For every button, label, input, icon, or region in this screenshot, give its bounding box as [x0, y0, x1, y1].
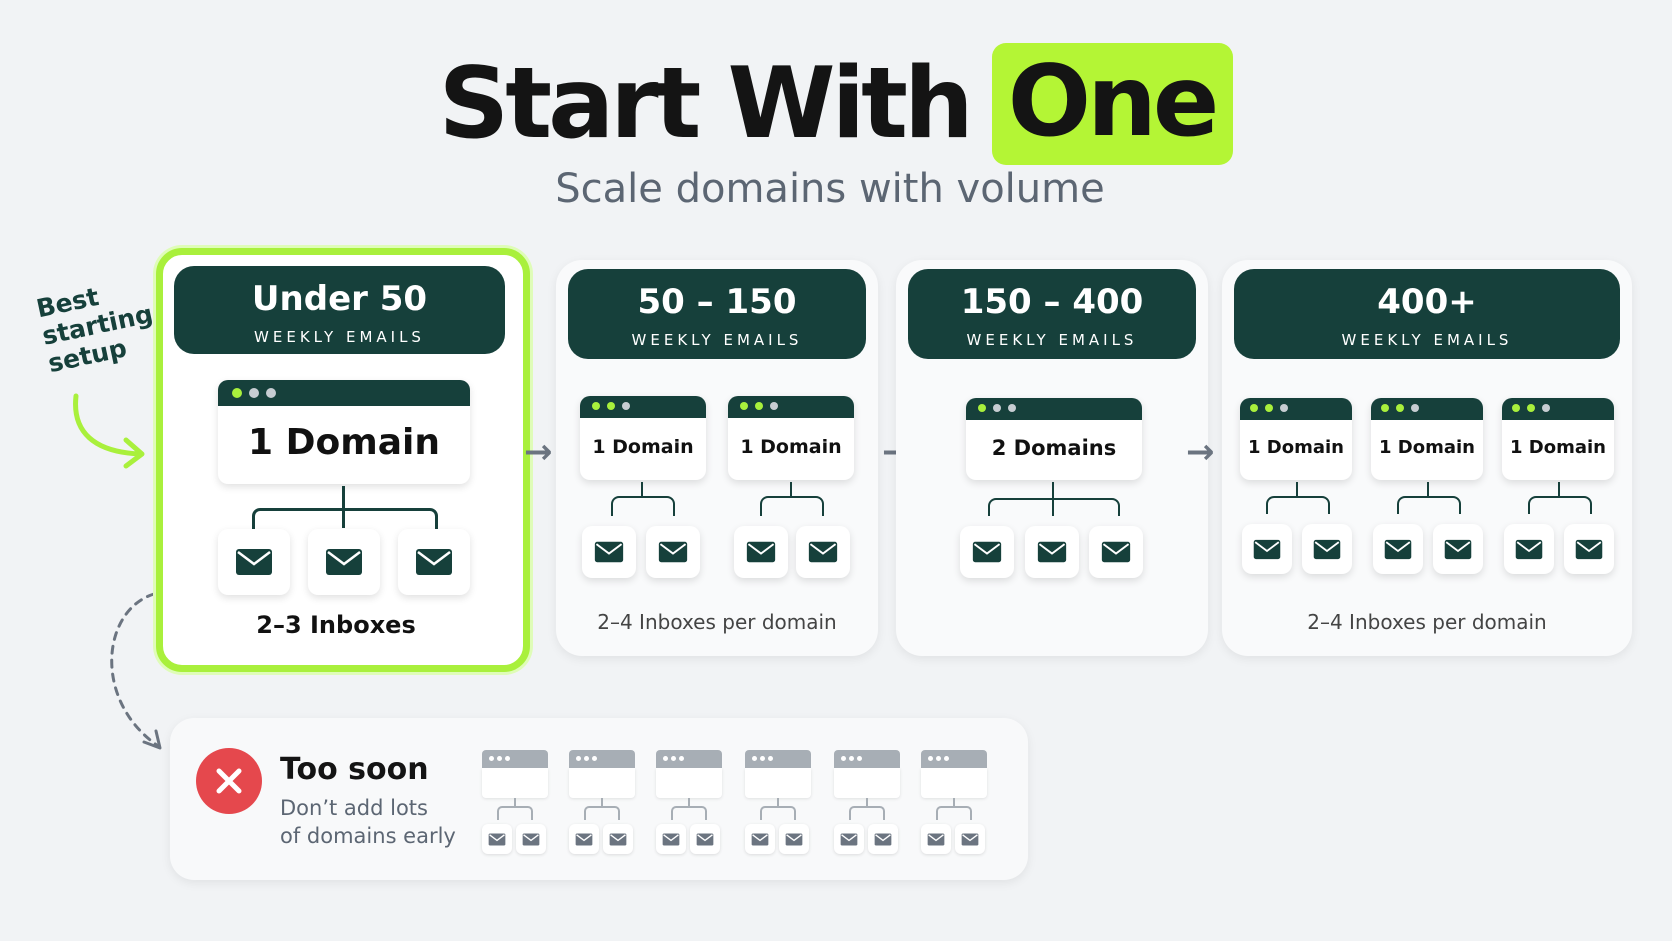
- envelope-icon: [658, 541, 688, 563]
- tier-card-50-150: 50 – 150 WEEKLY EMAILS 1 Domain 1 Domain…: [556, 260, 878, 656]
- envelope-icon: [927, 832, 945, 846]
- inbox: [1025, 526, 1079, 578]
- title-text: Start With: [438, 47, 974, 161]
- inbox: [218, 529, 290, 595]
- tier-card-under-50: Under 50 WEEKLY EMAILS 1 Domain 2–3 Inbo…: [156, 248, 530, 672]
- curved-arrow-icon: [73, 393, 145, 469]
- inbox: [960, 526, 1014, 578]
- domain-label: 2 Domains: [991, 436, 1117, 460]
- envelope-icon: [609, 832, 627, 846]
- inbox: [1433, 524, 1483, 574]
- envelope-icon: [751, 832, 769, 846]
- tier-header: 150 – 400 WEEKLY EMAILS: [908, 269, 1196, 359]
- envelope-icon: [785, 832, 803, 846]
- window-titlebar: [218, 380, 470, 406]
- side-note: Best starting setup: [34, 273, 161, 378]
- inbox: [1373, 524, 1423, 574]
- envelope-icon: [1253, 539, 1281, 559]
- envelope-icon: [1444, 539, 1472, 559]
- envelope-icon: [972, 541, 1002, 563]
- domain-label: 1 Domain: [592, 436, 694, 458]
- tier-range: Under 50: [251, 279, 428, 319]
- warning-text: Don’t add lots: [280, 796, 428, 820]
- envelope-icon: [236, 549, 272, 575]
- tier-header: 50 – 150 WEEKLY EMAILS: [568, 269, 866, 359]
- domain-label: 1 Domain: [1248, 437, 1344, 458]
- page-title: Start With One: [0, 34, 1672, 174]
- domain-window: 1 Domain: [1371, 398, 1483, 480]
- tier-unit: WEEKLY EMAILS: [966, 331, 1138, 349]
- domain-window: 1 Domain: [1502, 398, 1614, 480]
- envelope-icon: [326, 549, 362, 575]
- title-highlight: One: [991, 43, 1234, 165]
- domain-window: 1 Domain: [580, 396, 706, 480]
- page-subtitle: Scale domains with volume: [555, 166, 1105, 212]
- inbox: [1302, 524, 1352, 574]
- tier-range: 400+: [1377, 282, 1477, 322]
- inbox: [1242, 524, 1292, 574]
- tier-range: 50 – 150: [637, 282, 797, 322]
- envelope-icon: [416, 549, 452, 575]
- inbox: [1504, 524, 1554, 574]
- dashed-arrow-icon: [110, 592, 162, 750]
- inbox: [796, 526, 850, 578]
- domain-label: 1 Domain: [248, 422, 440, 463]
- envelope-icon: [746, 541, 776, 563]
- domain-window: 1 Domain: [1240, 398, 1352, 480]
- tier-caption: 2–4 Inboxes per domain: [597, 610, 837, 634]
- envelope-icon: [1575, 539, 1603, 559]
- envelope-icon: [662, 832, 680, 846]
- domain-window: 1 Domain: [728, 396, 854, 480]
- tier-header: 400+ WEEKLY EMAILS: [1234, 269, 1620, 359]
- domain-label: 1 Domain: [740, 436, 842, 458]
- tier-card-150-400: 150 – 400 WEEKLY EMAILS 2 Domains: [896, 260, 1208, 656]
- domain-window: 1 Domain: [218, 380, 470, 484]
- envelope-icon: [961, 832, 979, 846]
- envelope-icon: [808, 541, 838, 563]
- close-icon: [196, 748, 262, 814]
- envelope-icon: [488, 832, 506, 846]
- arrow-right-icon: →: [1186, 432, 1215, 472]
- envelope-icon: [1515, 539, 1543, 559]
- tier-unit: WEEKLY EMAILS: [1341, 331, 1513, 349]
- tier-unit: WEEKLY EMAILS: [254, 328, 425, 346]
- envelope-icon: [575, 832, 593, 846]
- inbox: [646, 526, 700, 578]
- envelope-icon: [1384, 539, 1412, 559]
- domain-label: 1 Domain: [1510, 437, 1606, 458]
- tier-caption: 2–3 Inboxes: [256, 611, 416, 639]
- tier-unit: WEEKLY EMAILS: [631, 331, 803, 349]
- warning-box: Too soon Don’t add lots of domains early: [170, 718, 1028, 880]
- envelope-icon: [874, 832, 892, 846]
- inbox: [308, 529, 380, 595]
- inbox: [1089, 526, 1143, 578]
- tier-range: 150 – 400: [960, 282, 1144, 322]
- envelope-icon: [594, 541, 624, 563]
- tier-card-400-plus: 400+ WEEKLY EMAILS 1 Domain 1 Domain 1 D…: [1222, 260, 1632, 656]
- inbox: [582, 526, 636, 578]
- envelope-icon: [1037, 541, 1067, 563]
- tier-header: Under 50 WEEKLY EMAILS: [174, 266, 505, 354]
- envelope-icon: [840, 832, 858, 846]
- domain-label: 1 Domain: [1379, 437, 1475, 458]
- warning-title: Too soon: [280, 752, 429, 787]
- arrow-right-icon: →: [524, 432, 553, 472]
- tier-caption: 2–4 Inboxes per domain: [1307, 610, 1547, 634]
- envelope-icon: [1101, 541, 1131, 563]
- envelope-icon: [1313, 539, 1341, 559]
- warning-text: of domains early: [280, 824, 456, 848]
- domain-window: 2 Domains: [966, 398, 1142, 480]
- inbox: [398, 529, 470, 595]
- inbox: [1564, 524, 1614, 574]
- envelope-icon: [696, 832, 714, 846]
- inbox: [734, 526, 788, 578]
- envelope-icon: [522, 832, 540, 846]
